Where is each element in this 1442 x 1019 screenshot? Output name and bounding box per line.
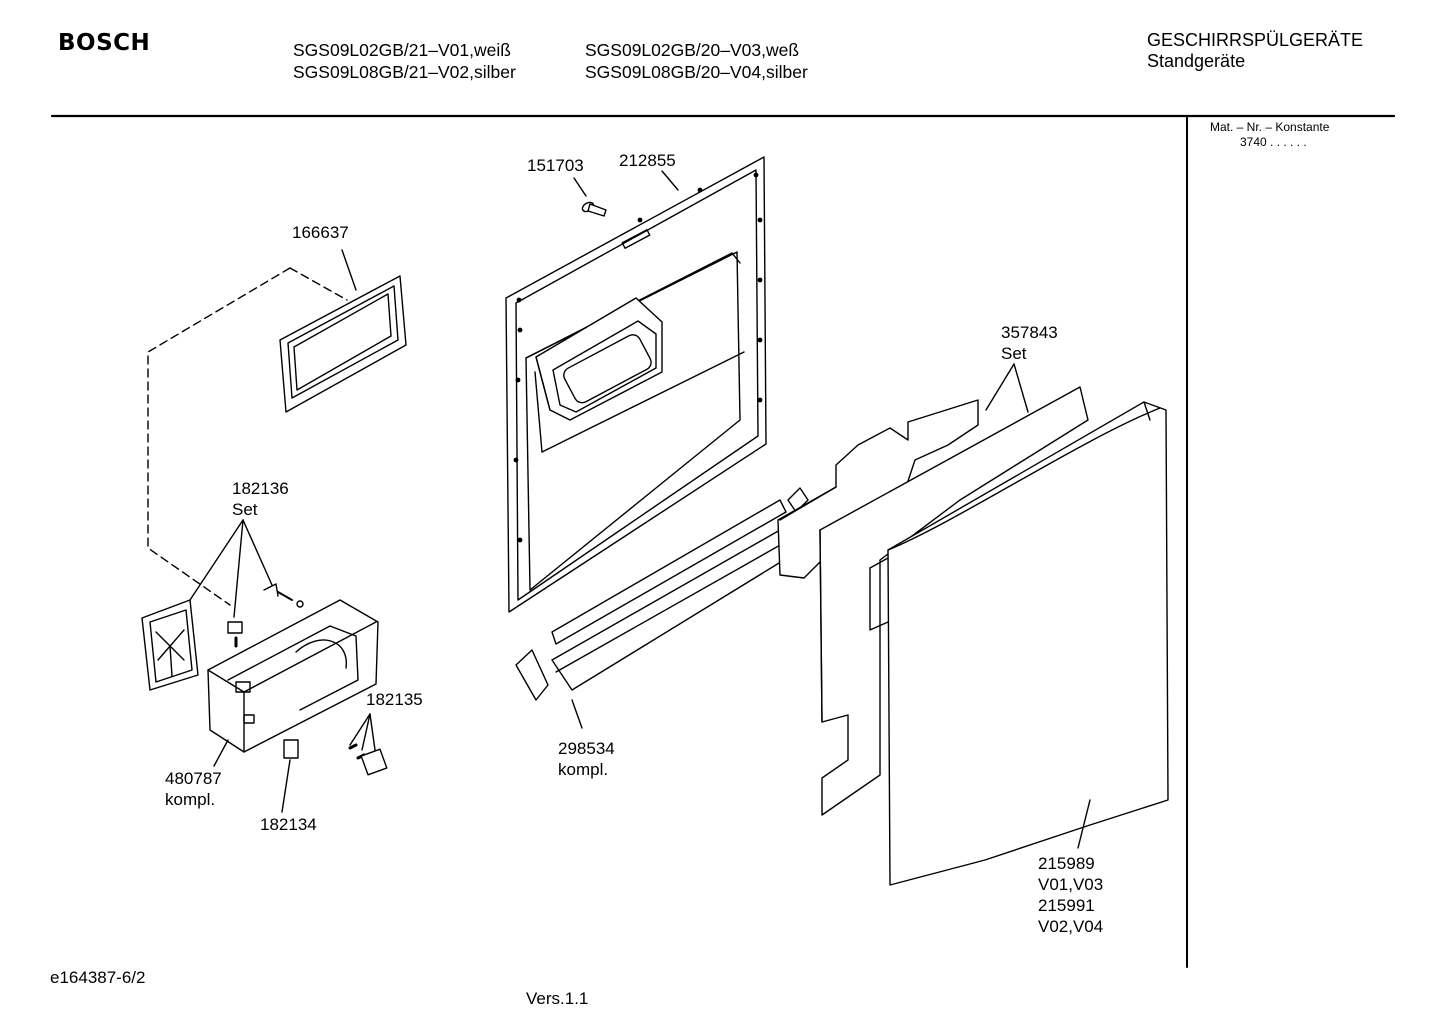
part-number: 357843 xyxy=(1001,323,1058,342)
model-line: SGS09L08GB/21–V02,silber xyxy=(293,62,516,82)
drawing-id: e164387-6/2 xyxy=(50,968,146,987)
control-cover-part xyxy=(141,599,199,691)
mounting-holes xyxy=(513,172,763,543)
part-note: Set xyxy=(232,500,258,519)
category-line: Standgeräte xyxy=(1147,51,1246,71)
category-title: GESCHIRRSPÜLGERÄTE Standgeräte xyxy=(1147,30,1363,72)
control-module-part xyxy=(207,599,379,753)
part-number: 212855 xyxy=(619,151,676,170)
part-number: 480787 xyxy=(165,769,222,788)
material-number-panel: Mat. – Nr. – Konstante 3740 . . . . . . xyxy=(1210,120,1329,150)
part-label: 182135 xyxy=(366,689,423,710)
outer-door-panel xyxy=(869,401,1169,886)
part-number: 215991 xyxy=(1038,896,1095,915)
category-line: GESCHIRRSPÜLGERÄTE xyxy=(1147,30,1364,50)
switch-part xyxy=(227,583,304,648)
part-variant: V02,V04 xyxy=(1038,917,1104,936)
middle-door-panel xyxy=(819,386,1089,816)
part-label: 212855 xyxy=(619,150,676,171)
dashed-leader xyxy=(289,267,348,301)
model-list-right: SGS09L02GB/20–V03,weß SGS09L08GB/20–V04,… xyxy=(585,39,808,83)
model-line: SGS09L02GB/20–V03,weß xyxy=(585,40,800,60)
model-line: SGS09L08GB/20–V04,silber xyxy=(585,62,808,82)
version-label: Vers.1.1 xyxy=(526,989,589,1008)
part-note: Set xyxy=(1001,344,1027,363)
brand-logo: BOSCH xyxy=(58,30,151,56)
part-number: 298534 xyxy=(558,739,615,758)
part-number: 182135 xyxy=(366,690,423,709)
window-seal-part xyxy=(279,275,407,413)
material-number-value: 3740 . . . . . . xyxy=(1240,135,1307,149)
dashed-leader xyxy=(147,267,291,606)
part-note: kompl. xyxy=(558,760,609,779)
screw-part xyxy=(581,201,607,217)
model-line: SGS09L02GB/21–V01,weiß xyxy=(293,40,511,60)
leader-lines xyxy=(189,170,1091,849)
inner-door-panel xyxy=(505,156,767,613)
part-variant: V01,V03 xyxy=(1038,875,1104,894)
part-number: 182136 xyxy=(232,479,289,498)
part-label: 166637 xyxy=(292,222,349,243)
part-label: 298534 kompl. xyxy=(558,738,615,780)
part-label: 215989 V01,V03 215991 V02,V04 xyxy=(1038,853,1103,937)
part-number: 166637 xyxy=(292,223,349,242)
small-parts xyxy=(283,739,388,776)
part-label: 182134 xyxy=(260,814,317,835)
material-number-label: Mat. – Nr. – Konstante xyxy=(1210,120,1330,134)
part-number: 215989 xyxy=(1038,854,1095,873)
model-list-left: SGS09L02GB/21–V01,weiß SGS09L08GB/21–V02… xyxy=(293,39,516,83)
rail-part xyxy=(515,487,809,701)
part-note: kompl. xyxy=(165,790,216,809)
part-label: 480787 kompl. xyxy=(165,768,222,810)
part-label: 357843 Set xyxy=(1001,322,1058,364)
part-label: 151703 xyxy=(527,155,584,176)
part-number: 182134 xyxy=(260,815,317,834)
part-number: 151703 xyxy=(527,156,584,175)
part-label: 182136 Set xyxy=(232,478,289,520)
